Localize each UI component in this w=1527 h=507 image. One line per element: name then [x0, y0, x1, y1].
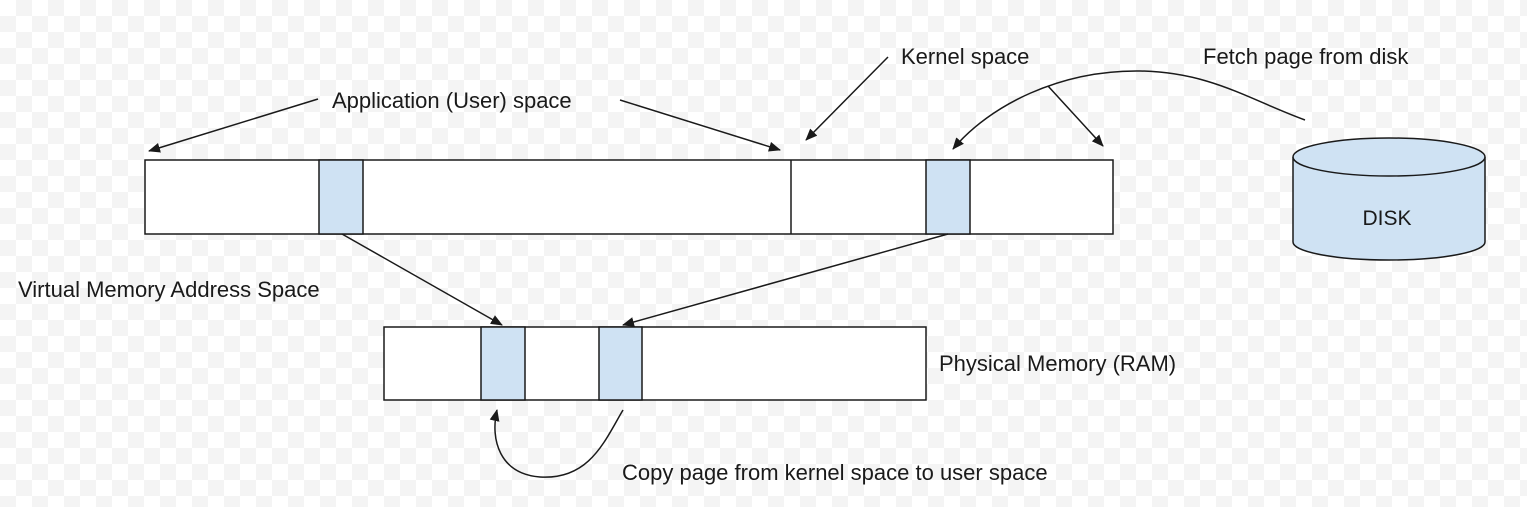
copy-page-arrow [489, 409, 624, 478]
fetch-page-label: Fetch page from disk [1203, 44, 1409, 69]
kernel-page-block [925, 159, 971, 235]
virtual-memory-bar [144, 159, 1114, 235]
disk-top [1292, 137, 1486, 177]
user-space-right-arrow [619, 99, 781, 152]
arrows [148, 56, 1306, 478]
user-space-left-arrow [148, 98, 319, 153]
ram-kernel-page-block [598, 326, 643, 401]
kernel-page-to-ram-arrow [622, 233, 949, 327]
fetch-from-disk-arrow [952, 70, 1306, 150]
disk-label: DISK [1362, 207, 1411, 230]
copy-page-label: Copy page from kernel space to user spac… [622, 460, 1048, 485]
user-space-label: Application (User) space [332, 88, 572, 113]
user-page-block [318, 159, 364, 235]
disk-cylinder: DISK [1292, 137, 1486, 261]
user-page-to-ram-arrow [341, 233, 503, 326]
physical-memory-bar [383, 326, 927, 401]
disk-body [1292, 157, 1486, 261]
kernel-space-label: Kernel space [901, 44, 1029, 69]
kernel-space-right-arrow [1047, 85, 1104, 147]
kernel-space-left-arrow [805, 56, 889, 141]
physical-memory-outline [383, 326, 927, 401]
ram-user-page-block [480, 326, 526, 401]
virtual-memory-label: Virtual Memory Address Space [18, 277, 320, 302]
physical-memory-label: Physical Memory (RAM) [939, 351, 1176, 376]
